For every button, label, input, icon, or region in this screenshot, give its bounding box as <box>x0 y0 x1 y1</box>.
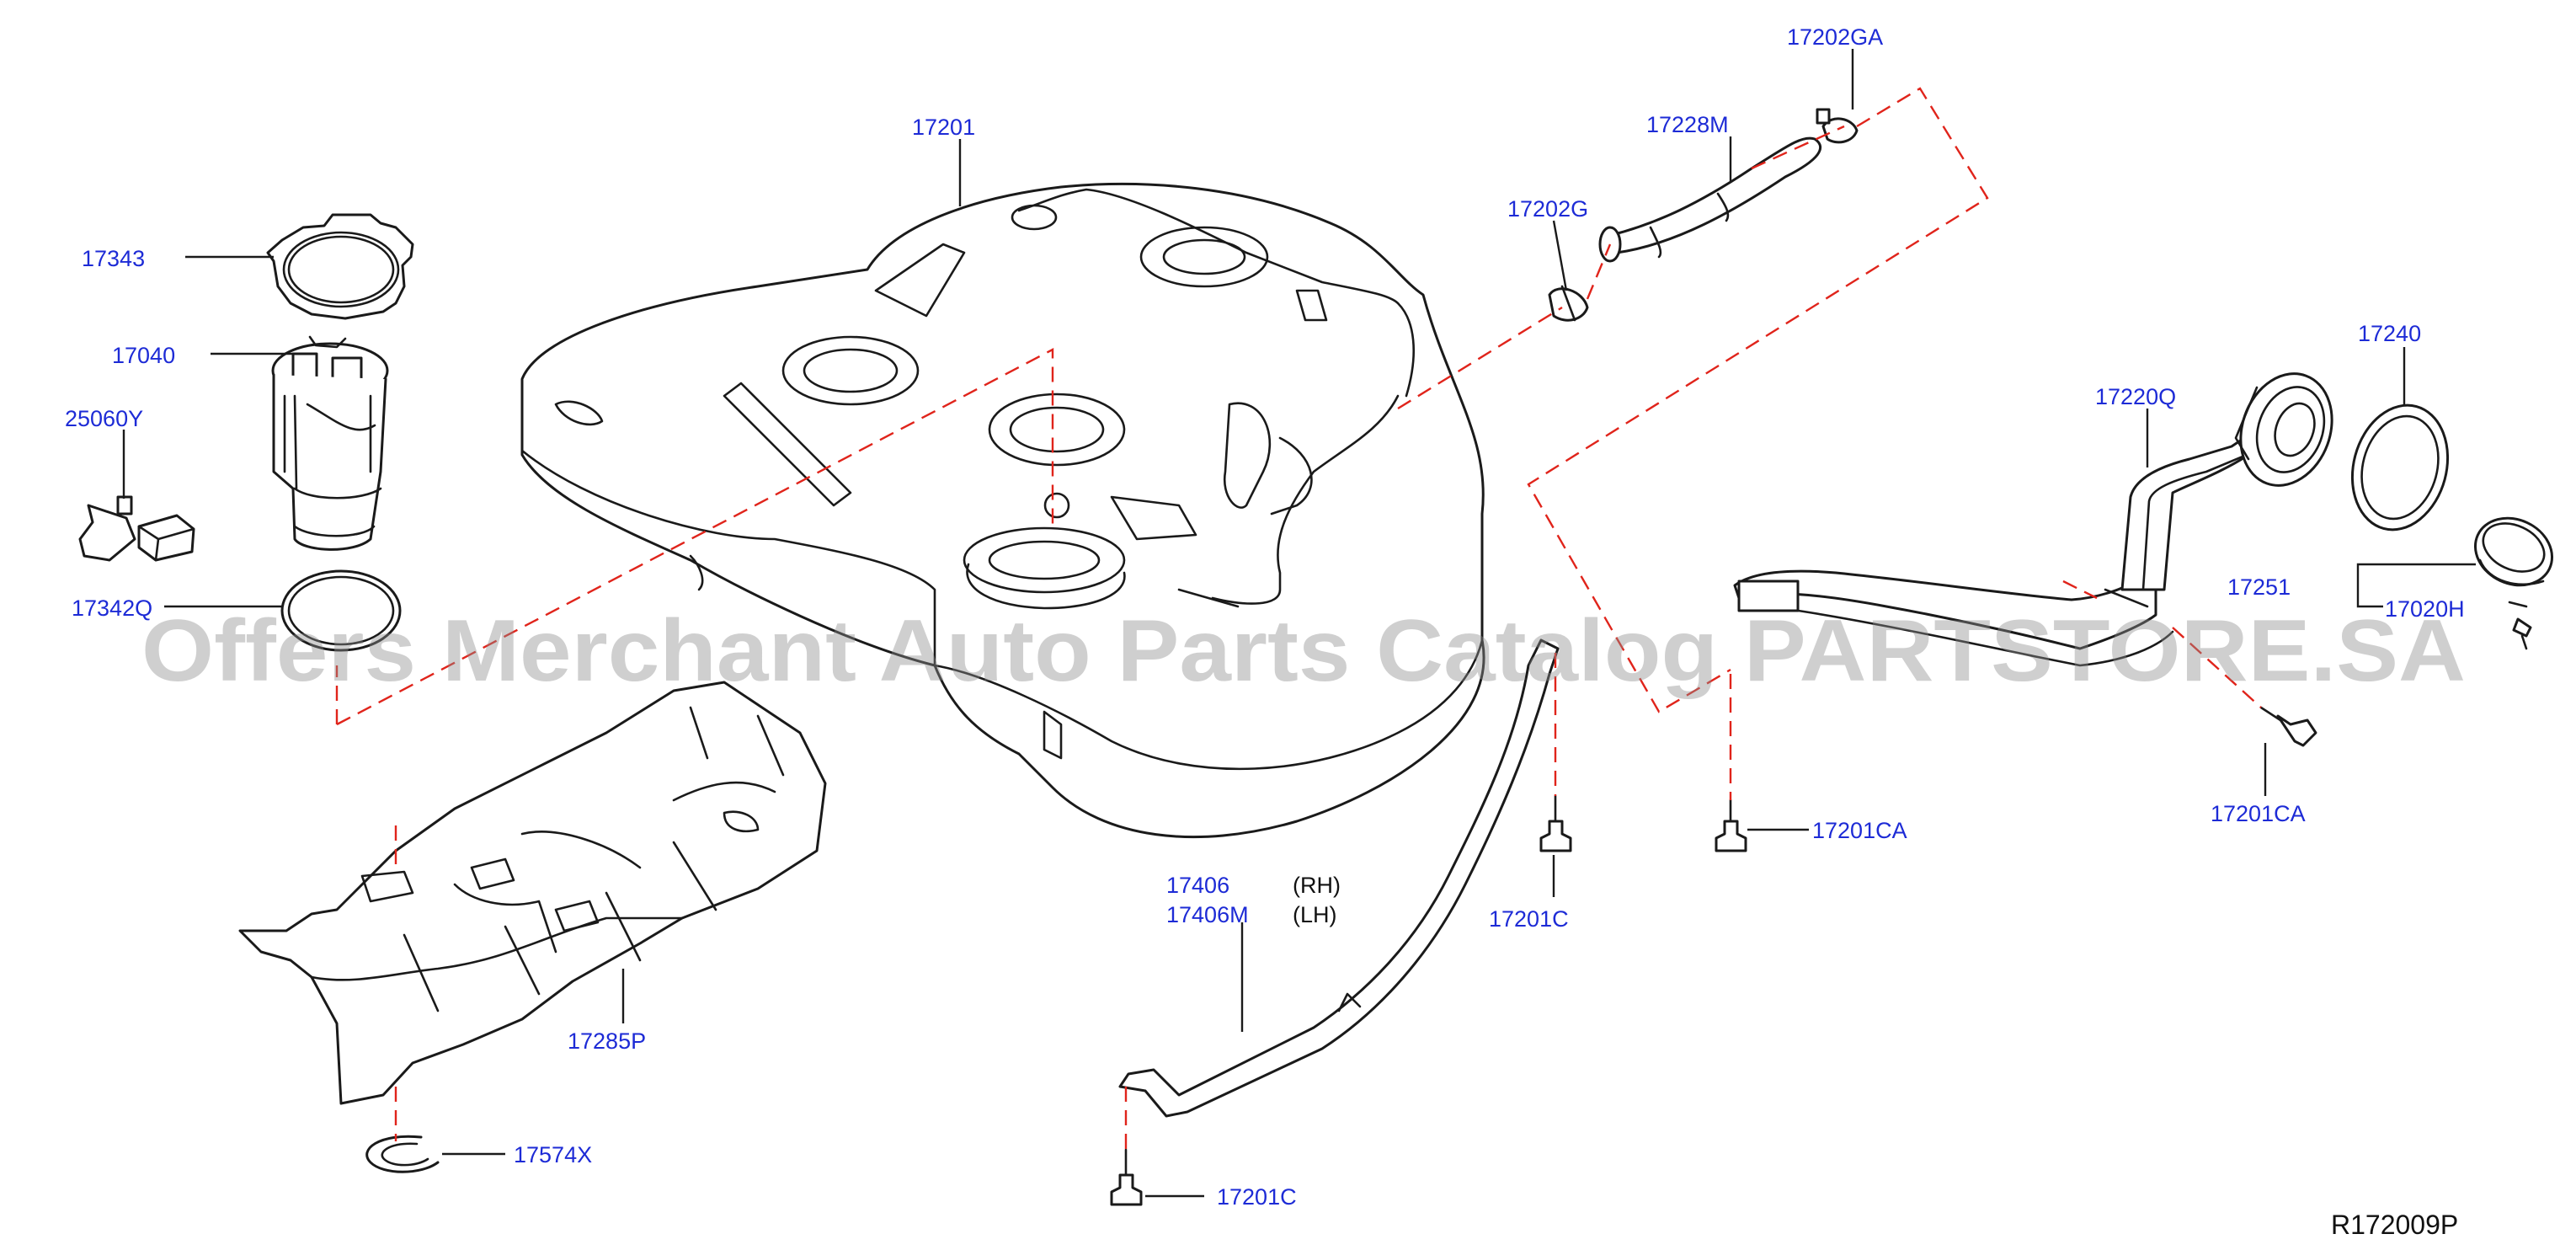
callout-17228M: 17228M <box>1646 112 1729 137</box>
callout-25060Y: 25060Y <box>65 406 143 431</box>
lock-ring-illustration <box>266 213 414 320</box>
o-ring-illustration <box>280 569 402 652</box>
callout-17201C-bottom: 17201C <box>1217 1184 1297 1210</box>
callout-17240: 17240 <box>2358 321 2421 346</box>
bolt-17201C-bottom <box>1110 1148 1143 1206</box>
cap-tether-17020H <box>2508 601 2532 650</box>
callout-17020H: 17020H <box>2385 596 2465 622</box>
note-rh: (RH) <box>1293 873 1341 898</box>
callout-17201CA-right: 17201CA <box>2211 801 2306 826</box>
callout-17251: 17251 <box>2227 574 2291 600</box>
hose-clamp-17202G <box>1548 285 1589 322</box>
filler-gasket-17240 <box>2350 403 2450 532</box>
hose-clamp-17202GA <box>1816 108 1859 144</box>
callout-17220Q: 17220Q <box>2095 384 2176 409</box>
heat-shield-illustration <box>238 681 827 1105</box>
fuel-cap-illustration <box>2473 516 2554 587</box>
watermark-text: Offers Merchant Auto Parts Catalog PARTS… <box>141 602 2466 700</box>
assembly-dashed-lines <box>335 87 2262 1150</box>
tank-mounting-band-illustration <box>1118 638 1560 1118</box>
callout-17201CA-left: 17201CA <box>1812 818 1907 843</box>
filler-tube-illustration <box>1733 436 2250 667</box>
note-lh: (LH) <box>1293 902 1337 927</box>
bolt-17201CA-left <box>1715 799 1747 852</box>
filler-hose-illustration <box>1598 136 1821 263</box>
bolt-17201C-mid <box>1539 794 1572 852</box>
callout-17406M: 17406M <box>1166 902 1249 927</box>
callout-17574X: 17574X <box>514 1142 592 1167</box>
diagram-reference-code: R172009P <box>2331 1210 2458 1240</box>
callout-17343: 17343 <box>82 246 145 271</box>
fuel-level-sensor-illustration <box>78 495 195 562</box>
fuel-tank-illustration <box>520 182 1485 839</box>
callout-17040: 17040 <box>112 343 175 368</box>
callout-17406: 17406 <box>1166 873 1229 898</box>
callout-17201C-mid: 17201C <box>1489 906 1569 932</box>
callout-17202G: 17202G <box>1507 196 1588 222</box>
callout-17342Q: 17342Q <box>72 596 152 621</box>
callout-17285P: 17285P <box>568 1028 646 1054</box>
fuel-pump-illustration <box>271 335 389 551</box>
callout-17202GA: 17202GA <box>1787 24 1883 50</box>
callout-labels: 17201 17343 17040 25060Y 17342Q 17202GA … <box>65 24 2465 1210</box>
bolt-17201CA-right <box>2259 706 2317 747</box>
filler-cup-illustration <box>2234 372 2333 487</box>
leader-lines <box>122 49 2476 1198</box>
callout-17201: 17201 <box>912 115 975 140</box>
retainer-clip-illustration <box>365 1135 440 1173</box>
